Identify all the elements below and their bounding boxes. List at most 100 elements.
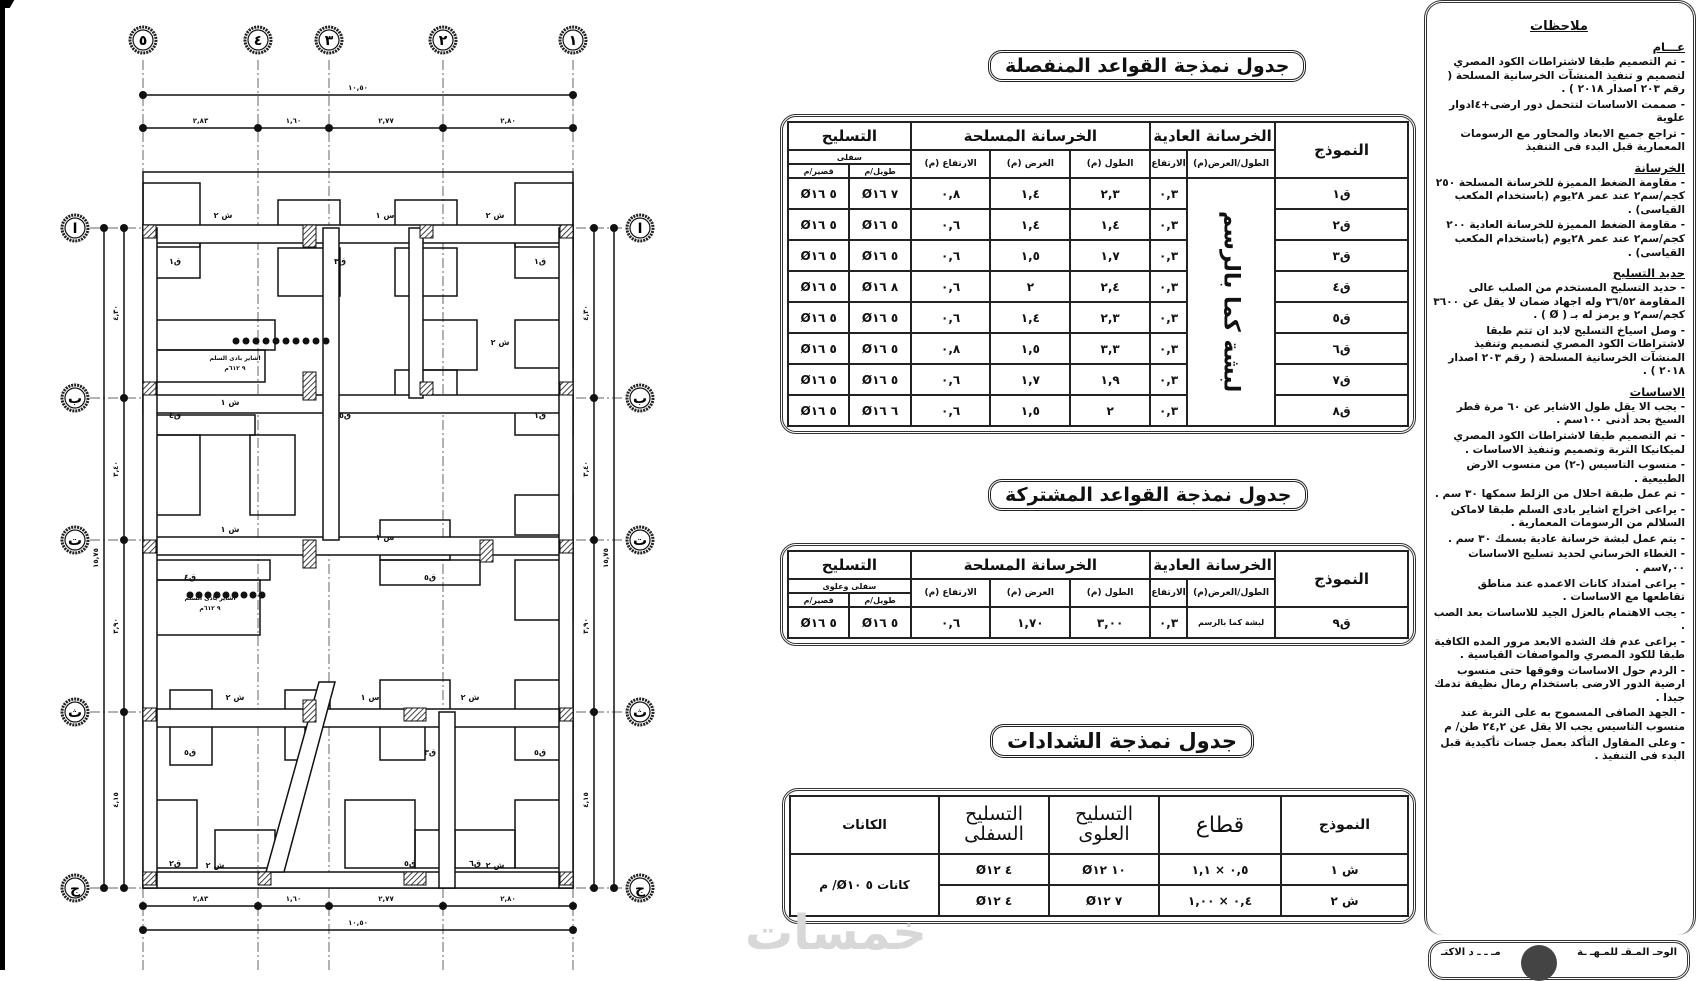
beam-label: ش ٢ [486,211,505,221]
stair-anchor-dot [312,337,320,345]
cell-plain-h: ٠,٣ [1148,606,1189,639]
footing [154,799,198,869]
footing-label: ق٢ [169,859,181,868]
column [559,871,574,886]
notes-section-heading: حديد التسليح [1612,266,1685,281]
notes-list: يجب الا يقل طول الاشاير عن ٦٠ مرة قطر ال… [1433,401,1685,764]
col-header-steel-short: قصير/م [786,592,851,608]
grid-bubble-inner [629,387,651,409]
footing-label: ق٤ [169,411,181,420]
note-item: يراعى اخراج اشاير بادى السلم طبقا لاماكن… [1433,504,1685,531]
column [479,539,494,563]
plan-outline [142,171,574,889]
col-header-rc-len: الطول (م) [1069,149,1151,179]
cell-plain-h: ٠,٣ [1148,177,1189,210]
col-header-model: النموذج [1280,795,1409,855]
cell-steel-short: ٥ Ø١٦ [786,606,851,639]
footing-label: ق٦ [469,859,481,868]
note-item: يجب الا يقل طول الاشاير عن ٦٠ مرة قطر ال… [1433,401,1685,428]
col-header-steel: التسليح [787,121,912,151]
footing-label: ق٥ [404,859,416,868]
grid-bubble-label: ٤ [254,33,263,49]
col-header-reinforced: الخرسانة المسلحة [909,121,1151,151]
cell-rc-h: ٠,٦ [909,606,992,639]
dim-dot [569,91,577,99]
stair-anchor-dot [292,337,300,345]
cell-rc-h: ٠,٦ [909,270,992,303]
grid-bubble-label: ب [633,391,647,407]
dim-dot [120,884,128,892]
cell-rc-h: ٠,٦ [909,208,992,241]
col-header-steel-sub: سفلى وعلوى [787,578,912,594]
cell-rc-len: ٣,٠٠ [1069,606,1151,639]
cell-rc-wid: ١,٤ [989,301,1072,334]
stair-anchor-dot [272,337,280,345]
cell-rc-h: ٠,٨ [909,177,992,210]
notes-list: تم التصميم طبقا لاشتراطات الكود المصري ل… [1433,56,1685,155]
note-item: منسوب التاسيس (-٢) من منسوب الارض الطبيع… [1433,459,1685,486]
dim-label: ٤,٣٠ [112,305,120,320]
cell-rc-len: ٢,٣ [1069,301,1151,334]
dim-dot [590,394,598,402]
cell-steel-long: ٥ Ø١٦ [848,332,912,365]
cell-rc-wid: ١,٧٠ [989,606,1072,639]
col-header-model: النموذج [1274,121,1409,179]
beam-label: ش ٢ [486,861,505,871]
column [559,707,574,722]
dim-label: ١٥,٧٥ [602,548,610,568]
note-item: يتم عمل لبشة خرسانة عادية بسمك ٣٠ سم . [1433,533,1685,547]
cell-model: ق١ [1274,177,1409,210]
grid-bubble-label: ١ [569,33,578,49]
cell-steel-short: ٥ Ø١٦ [786,363,851,396]
watermark: خمسات [745,905,927,961]
col-header-stirrups: الكانات [789,795,940,855]
grid-bubble-inner [64,217,86,239]
dim-label: ٢,٨٠ [500,895,515,903]
seal-icon [1520,945,1557,981]
grid-bubble-label: ٣ [325,33,334,49]
grid-bubble-inner [247,29,269,51]
stair-anchor-dot [186,591,194,599]
grid-bubble-inner [64,877,86,899]
column [302,539,317,569]
notes-list: حديد التسليح المستخدم من الصلب عالى المق… [1433,282,1685,379]
dim-dot [590,884,598,892]
cell-plain-h: ٠,٣ [1148,394,1189,427]
grid-bubble-inner [629,701,651,723]
cell-rc-wid: ١,٤ [989,208,1072,241]
dim-label: ٤,٣٠ [582,305,590,320]
footing [394,247,458,297]
tie-beam-vertical [558,227,574,889]
dim-label: ٢,٨٣ [193,895,209,903]
stair-anchor-dot [213,591,221,599]
cell-section: ٠,٥ × ١,١ [1158,853,1282,886]
cell-steel-short: ٥ Ø١٦ [786,301,851,334]
col-header-steel: التسليح [787,550,912,580]
grid-bubble-label: ث [68,705,82,721]
cell-plain-h: ٠,٣ [1148,208,1189,241]
dim-dot [139,124,147,132]
stair-anchor-dot [258,591,266,599]
cell-rc-wid: ١,٥ [989,239,1072,272]
cell-rc-h: ٠,٦ [909,301,992,334]
table2-title: جدول نمذجة القواعد المشتركة [988,479,1309,511]
cell-model: ق٥ [1274,301,1409,334]
footing [414,319,478,371]
note-item: تراجع جميع الابعاد والمحاور مع الرسومات … [1433,128,1685,155]
cell-section: ٠,٤ × ١,٠٠ [1158,884,1282,917]
grid-bubble-label: ب [68,391,82,407]
footing [379,724,426,761]
title-block-right: الوحـ المـقـ للمـهـ ـة [1577,947,1677,958]
tie-beam-horizontal [142,536,574,556]
cell-rc-len: ١,٤ [1069,208,1151,241]
cell-top-steel: ٧ Ø١٢ [1048,884,1160,917]
dim-label: ١٠,٥٠ [348,84,368,92]
cell-steel-short: ٥ Ø١٦ [786,394,851,427]
cell-rc-h: ٠,٨ [909,332,992,365]
cell-plain-lw: لبشة كما بالرسم [1186,606,1277,639]
tie-beam-vertical [142,227,158,889]
grid-bubble-inner [64,387,86,409]
isolated-footings-table: النموذج الخرسانة العادية الخرسانة المسلح… [780,114,1416,434]
